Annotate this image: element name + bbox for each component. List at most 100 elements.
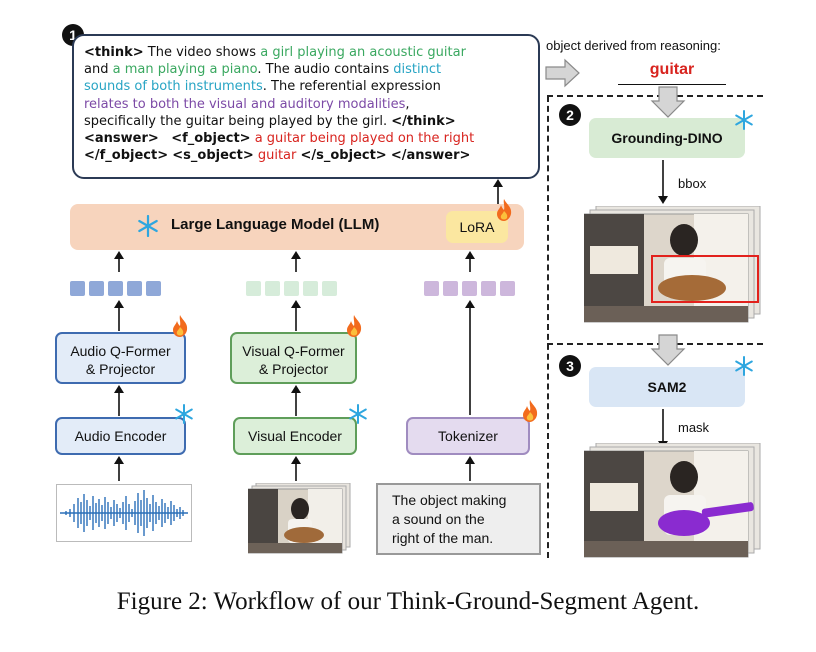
snowflake-icon (735, 110, 753, 130)
think-line-1: <think> The video shows a girl playing a… (84, 44, 528, 61)
visual-qformer-label: & Projector (258, 361, 329, 377)
arrow-down-icon (658, 160, 668, 204)
s-object-value: guitar (253, 148, 301, 164)
arrow-up-icon (291, 456, 301, 481)
visual-qformer-label: Visual Q-Former (242, 343, 345, 359)
think-close-tag: </think> (391, 113, 456, 129)
f-object-close-tag: </f_object> (84, 148, 169, 164)
think-text: , (405, 96, 410, 112)
think-text: . The audio contains (257, 62, 394, 78)
text-query-line: The object making (392, 492, 507, 508)
video-frames-icon (248, 483, 351, 554)
grounding-dino-block: Grounding-DINO (589, 118, 745, 158)
arrow-up-icon (493, 179, 503, 205)
visual-token (303, 281, 318, 296)
think-highlight-girl: a girl playing an acoustic guitar (260, 45, 466, 60)
text-token (481, 281, 496, 296)
think-line-5: specifically the guitar being played by … (84, 113, 528, 130)
text-token (500, 281, 515, 296)
think-line-2: and a man playing a piano. The audio con… (84, 61, 528, 78)
think-highlight-audio: distinct (393, 62, 442, 78)
f-object-value: a guitar being played on the right (250, 131, 475, 147)
visual-token (246, 281, 261, 296)
audio-token (146, 281, 161, 296)
figure-caption: Figure 2: Workflow of our Think-Ground-S… (116, 588, 700, 615)
waveform-icon (56, 484, 192, 542)
audio-token (70, 281, 85, 296)
step-3-badge: 3 (559, 355, 581, 377)
mask-label: mask (678, 420, 710, 435)
answer-line-2: </f_object> <s_object> guitar </s_object… (84, 147, 528, 164)
text-query-box: The object making a sound on the right o… (376, 483, 541, 555)
mask-frames-image (584, 443, 761, 558)
arrow-up-icon (465, 251, 475, 272)
text-token (462, 281, 477, 296)
arrow-right-icon (545, 58, 580, 88)
think-highlight-modalities: relates to both the visual and auditory … (84, 96, 406, 112)
arrow-up-icon (291, 385, 301, 416)
f-object-open-tag: <f_object> (171, 131, 251, 147)
step-2-badge: 2 (559, 104, 581, 126)
audio-qformer-block: Audio Q-Former & Projector (55, 332, 186, 384)
tokenizer-block: Tokenizer (406, 417, 530, 455)
think-line-3: sounds of both instruments. The referent… (84, 78, 528, 95)
fire-icon (523, 400, 538, 422)
snowflake-icon (735, 356, 753, 376)
arrow-up-icon (465, 456, 475, 481)
arrow-up-icon (114, 385, 124, 416)
text-query-line: a sound on the (392, 511, 485, 527)
bbox-label: bbox (678, 176, 707, 191)
visual-token (284, 281, 299, 296)
fire-icon (173, 315, 188, 337)
think-text: and (84, 62, 113, 78)
answer-open-tag: <answer> (84, 131, 159, 147)
arrow-down-icon (650, 86, 686, 118)
think-text: . The referential expression (262, 79, 441, 95)
reasoning-underline (618, 84, 726, 85)
audio-encoder-block: Audio Encoder (55, 417, 186, 455)
audio-token (89, 281, 104, 296)
think-output-panel: <think> The video shows a girl playing a… (72, 34, 540, 179)
think-line-4: relates to both the visual and auditory … (84, 96, 528, 113)
section-divider (547, 343, 763, 345)
text-token (424, 281, 439, 296)
snowflake-icon (349, 404, 367, 424)
answer-close-tag: </answer> (390, 148, 471, 164)
answer-line-1: <answer> <f_object> a guitar being playe… (84, 130, 528, 147)
arrow-up-icon (114, 300, 124, 331)
arrow-up-icon (114, 251, 124, 272)
snowflake-icon (175, 404, 193, 424)
section-divider (547, 95, 763, 97)
think-text: The video shows (143, 45, 261, 60)
s-object-close-tag: </s_object> (300, 148, 387, 164)
think-highlight-man: a man playing a piano (112, 62, 258, 78)
visual-encoder-block: Visual Encoder (233, 417, 357, 455)
arrow-up-icon (465, 300, 475, 415)
reasoning-label: object derived from reasoning: (546, 38, 721, 53)
audio-token (108, 281, 123, 296)
arrow-up-icon (114, 456, 124, 481)
s-object-open-tag: <s_object> (172, 148, 254, 164)
think-open-tag: <think> (84, 45, 144, 60)
audio-qformer-label: & Projector (85, 361, 156, 377)
audio-qformer-label: Audio Q-Former (70, 343, 171, 359)
arrow-up-icon (291, 251, 301, 272)
bbox-frames-image (584, 206, 761, 323)
snowflake-icon (138, 215, 158, 237)
section-divider (547, 96, 549, 558)
visual-qformer-block: Visual Q-Former & Projector (230, 332, 357, 384)
think-text: specifically the guitar being played by … (84, 113, 392, 129)
reasoning-object: guitar (649, 61, 695, 78)
text-token (443, 281, 458, 296)
fire-icon (347, 315, 362, 337)
llm-label: Large Language Model (LLM) (171, 216, 380, 233)
fire-icon (497, 199, 512, 221)
arrow-down-icon (650, 334, 686, 366)
arrow-up-icon (291, 300, 301, 331)
visual-token (322, 281, 337, 296)
text-query-line: right of the man. (392, 530, 494, 546)
think-highlight-audio: sounds of both instruments (84, 79, 263, 95)
visual-token (265, 281, 280, 296)
sam2-block: SAM2 (589, 367, 745, 407)
audio-token (127, 281, 142, 296)
